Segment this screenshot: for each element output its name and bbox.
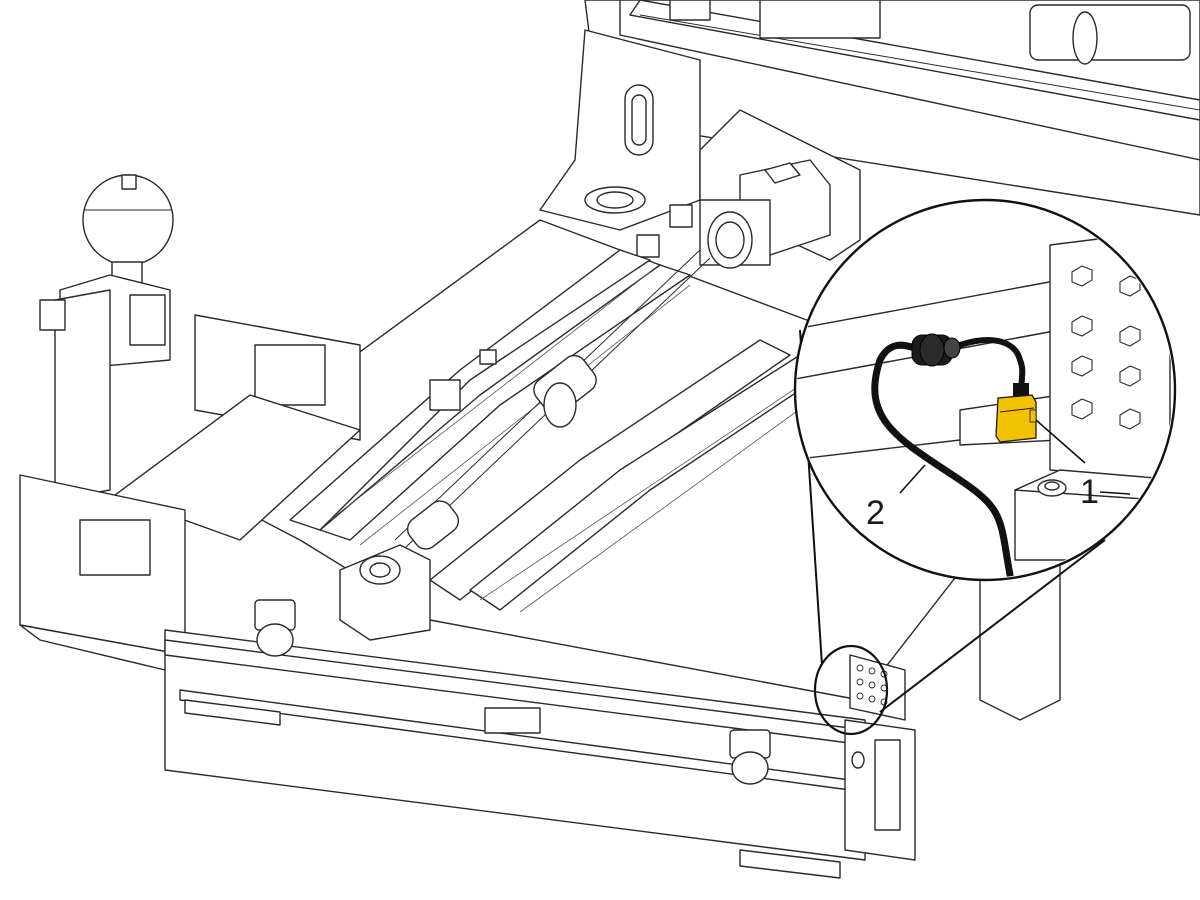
front-base-rail [164, 599, 866, 879]
upper-machine-frame [584, 0, 1200, 216]
yellow-connector [995, 394, 1037, 443]
callout-1-leader [1035, 419, 1086, 464]
upper-cylinder [1029, 4, 1191, 61]
servo-motor [636, 159, 831, 269]
cable [871, 341, 1014, 578]
machine-bed [184, 219, 1001, 701]
callout-2-label: 2 [866, 494, 885, 532]
left-cover [19, 314, 361, 671]
switch-plate-small [849, 654, 906, 721]
callout-source-circle [813, 644, 889, 736]
perforated-plate [1049, 229, 1171, 481]
callout-leader-right [879, 539, 1106, 713]
callout-1-label: 1 [1080, 473, 1099, 511]
accumulator-bracket [54, 289, 111, 501]
magnified-detail [793, 198, 1177, 582]
side-wall [539, 29, 701, 231]
hydraulic-accumulator [39, 174, 174, 501]
right-bracket [844, 719, 916, 861]
callout-2-leader [899, 464, 926, 494]
